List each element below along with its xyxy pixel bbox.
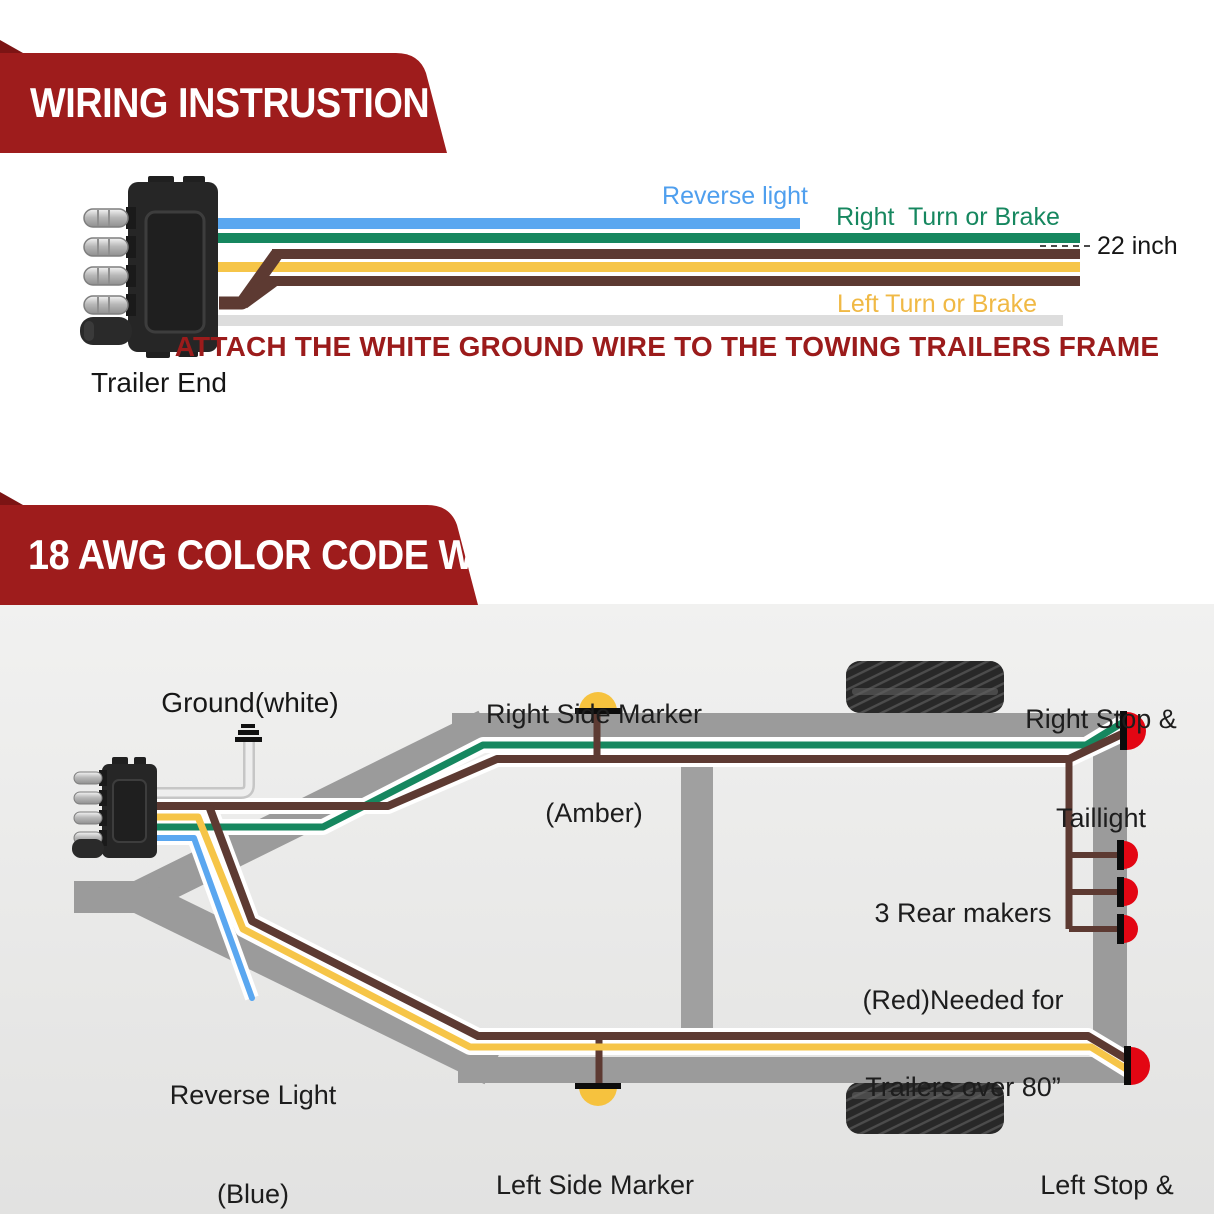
tail-wire-upper xyxy=(272,249,1080,259)
flat-wires-diagram xyxy=(80,176,1094,358)
trailer-frame-diagram xyxy=(72,661,1150,1134)
ground-wire-flat xyxy=(215,315,1063,326)
left-stop-taillight-label: Left Stop & Taillight xyxy=(1040,1169,1174,1200)
frame-wires xyxy=(154,712,1131,1084)
frame-crossmember xyxy=(681,740,713,1052)
banner-wiring-instruction xyxy=(0,40,447,153)
left-side-marker-label: Left Side Marker (Amber) xyxy=(495,1169,695,1200)
connector-barrel-small xyxy=(72,839,104,858)
tire-right xyxy=(846,661,1004,713)
right-turn-wire-label: Right Turn or Brake xyxy=(836,203,1060,231)
tire-left xyxy=(846,1082,1004,1134)
tail-wire-lower xyxy=(267,276,1080,286)
page-title-wiring-instruction: WIRING INSTRUSTION xyxy=(30,79,430,126)
wire-length-label: 22 inch xyxy=(1097,232,1178,260)
trailer-side-connector xyxy=(72,757,157,858)
left-taillight xyxy=(1124,1046,1150,1085)
trailer-end-connector xyxy=(80,176,218,358)
frame-bottom-rail xyxy=(458,1057,1127,1083)
brown-wire-right-route xyxy=(157,730,1124,810)
ground-wire xyxy=(157,741,253,797)
connector-pins xyxy=(83,207,136,316)
section-title-color-code: 18 AWG COLOR CODE WIRES xyxy=(28,531,561,578)
frame-tongue xyxy=(74,881,140,913)
right-side-marker-light xyxy=(575,692,621,714)
ground-white-label: Ground(white) xyxy=(161,687,339,718)
frame-top-rail xyxy=(452,713,1123,740)
rear-marker-lights xyxy=(1117,840,1138,944)
left-turn-wire xyxy=(215,262,1080,272)
green-wire-route xyxy=(157,720,1124,831)
rear-markers-note: 3 Rear makers (Red)Needed for Trailers o… xyxy=(862,898,1064,1102)
brown-wire-left-route xyxy=(205,804,1131,1064)
reverse-light-blue-label: Reverse Light (Blue) xyxy=(169,1079,337,1209)
banner-color-code xyxy=(0,492,478,605)
reverse-wire xyxy=(215,218,800,229)
reverse-light-wire-label: Reverse light xyxy=(662,182,808,210)
right-stop-taillight-label: Right Stop & Taillight xyxy=(1025,703,1177,833)
left-side-marker-light xyxy=(575,1083,621,1106)
right-taillight xyxy=(1120,711,1146,750)
blue-wire-route xyxy=(154,835,255,1001)
right-side-marker-label: Right Side Marker (Amber) xyxy=(485,698,703,828)
ground-wire-note: ATTACH THE WHITE GROUND WIRE TO THE TOWI… xyxy=(174,331,1160,362)
ground-symbol-icon xyxy=(235,724,262,742)
trailer-end-label: Trailer End xyxy=(91,367,227,398)
right-turn-wire xyxy=(215,233,1080,243)
yellow-wire-route xyxy=(157,813,1130,1073)
left-turn-wire-label: Left Turn or Brake xyxy=(836,290,1038,318)
tail-wire-fork xyxy=(219,250,283,310)
